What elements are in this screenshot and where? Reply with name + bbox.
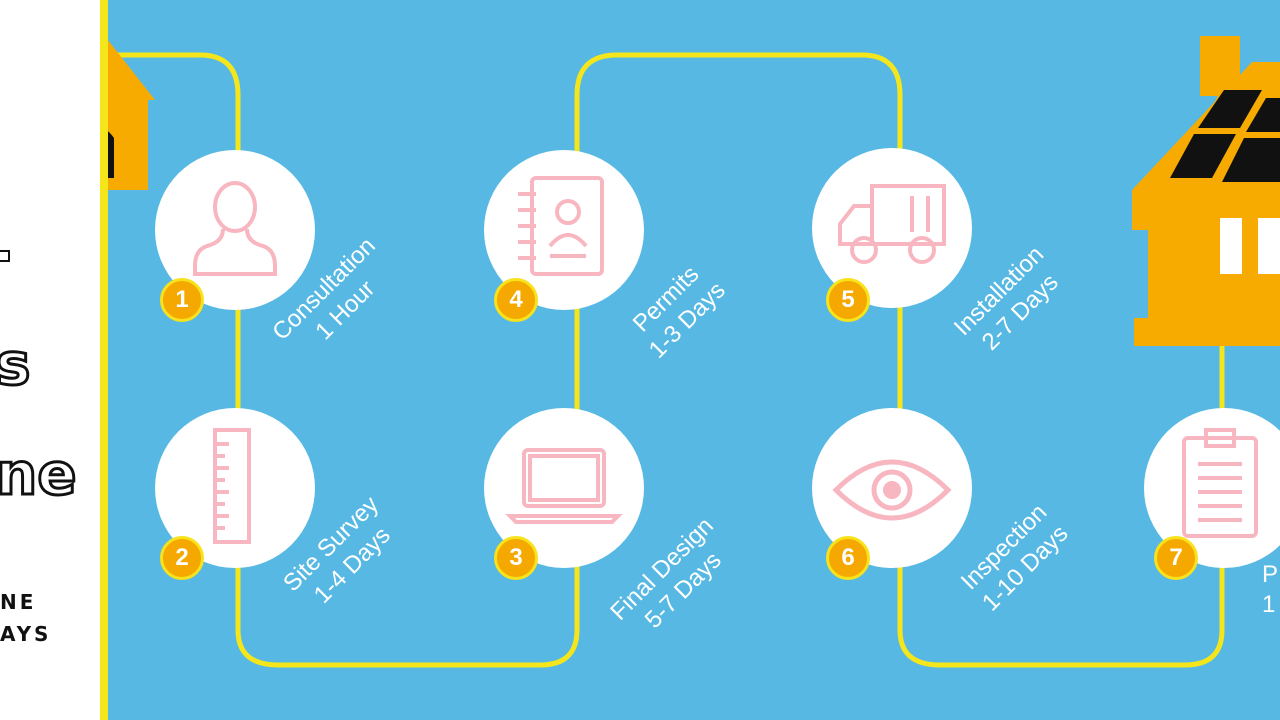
step-6-badge: 6 [826,536,870,580]
step-7-badge: 7 [1154,536,1198,580]
step-2-badge: 2 [160,536,204,580]
subtitle-line-1: NE [0,590,37,614]
step-3-badge: 3 [494,536,538,580]
clipboard-icon [1182,428,1258,538]
step-5-badge: 5 [826,278,870,322]
right-house-icon [1132,36,1280,346]
step-7-duration: 1 [1262,591,1276,618]
panel-small-icon [0,250,10,262]
subtitle-line-2: AYS [0,622,52,646]
title-line-2: ne [0,440,78,508]
notebook-icon [518,176,604,276]
ruler-icon [213,428,251,544]
title-panel: s ne NE AYS [0,0,108,720]
step-4-badge: 4 [494,278,538,322]
eye-icon [832,459,952,521]
truck-icon [838,184,946,264]
step-7-name: P [1262,561,1279,588]
timeline-path [110,52,1225,668]
step-7-label: P 1 [1262,560,1280,620]
person-icon [193,181,277,276]
title-line-1: s [0,330,32,398]
laptop-icon [505,448,623,524]
step-1-badge: 1 [160,278,204,322]
